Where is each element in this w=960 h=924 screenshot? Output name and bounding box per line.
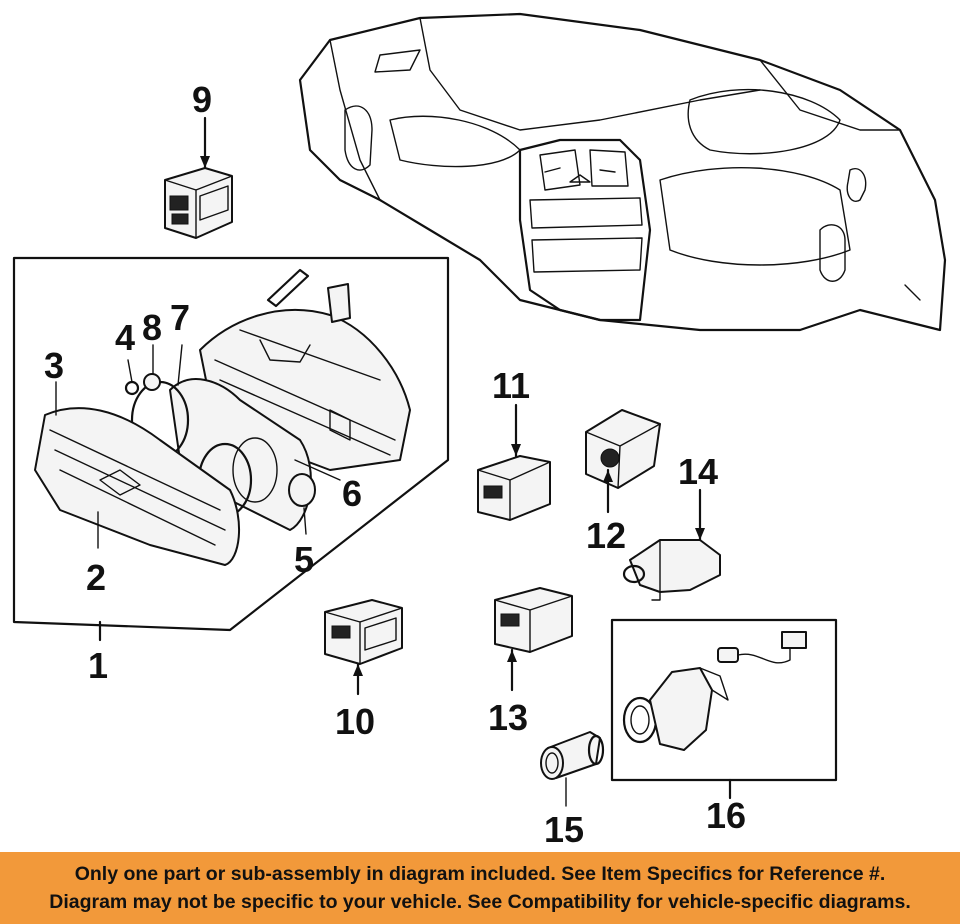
callout-16: 16 bbox=[706, 795, 746, 836]
callout-10: 10 bbox=[335, 701, 375, 742]
part-13-switch-illustration bbox=[494, 587, 573, 692]
disclaimer-banner: Only one part or sub-assembly in diagram… bbox=[0, 852, 960, 924]
part-9-switch-illustration bbox=[164, 116, 233, 239]
callout-2: 2 bbox=[86, 557, 106, 598]
callout-5: 5 bbox=[294, 539, 314, 580]
disclaimer-line-2: Diagram may not be specific to your vehi… bbox=[49, 891, 911, 913]
callout-8: 8 bbox=[142, 307, 162, 348]
part-10-switch-illustration bbox=[324, 599, 403, 696]
part-12-switch-illustration bbox=[585, 409, 661, 514]
part-11-switch-illustration bbox=[477, 403, 551, 521]
dashboard-illustration bbox=[298, 12, 947, 332]
callout-labels: 1 2 3 4 5 6 7 8 9 10 11 12 13 14 15 16 bbox=[44, 79, 746, 850]
parts-diagram: 1 2 3 4 5 6 7 8 9 10 11 12 13 14 15 16 bbox=[12, 12, 947, 850]
callout-1: 1 bbox=[88, 645, 108, 686]
part-15-socket-illustration bbox=[540, 731, 605, 807]
callout-11: 11 bbox=[492, 365, 530, 406]
part-1-instrument-cluster-box bbox=[12, 256, 450, 642]
part-14-sensor-illustration bbox=[622, 488, 721, 601]
part-16-ignition-box bbox=[610, 618, 838, 800]
callout-14: 14 bbox=[678, 451, 718, 492]
callout-3: 3 bbox=[44, 345, 64, 386]
callout-6: 6 bbox=[342, 473, 362, 514]
callout-13: 13 bbox=[488, 697, 528, 738]
callout-15: 15 bbox=[544, 809, 584, 850]
callout-9: 9 bbox=[192, 79, 212, 120]
callout-7: 7 bbox=[170, 297, 190, 338]
callout-4: 4 bbox=[115, 317, 135, 358]
instrument-cluster-illustration bbox=[34, 268, 411, 566]
disclaimer-line-1: Only one part or sub-assembly in diagram… bbox=[74, 863, 886, 885]
callout-12: 12 bbox=[586, 515, 626, 556]
